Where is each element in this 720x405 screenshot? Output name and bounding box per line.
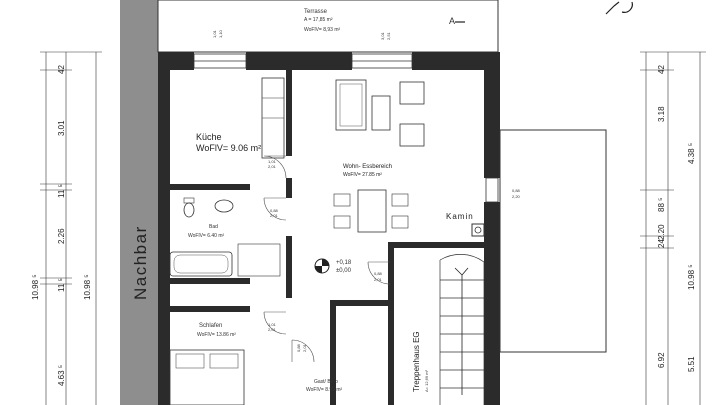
svg-text:2,01: 2,01 bbox=[374, 277, 383, 282]
outer-walls bbox=[158, 52, 500, 405]
bed bbox=[169, 349, 245, 405]
svg-text:1,01: 1,01 bbox=[268, 322, 277, 327]
sofa bbox=[335, 79, 367, 131]
top-windows bbox=[193, 53, 413, 69]
shower-tray bbox=[237, 243, 281, 277]
stair-arrow bbox=[454, 267, 469, 395]
svg-text:24: 24 bbox=[657, 239, 666, 248]
stair-name: Treppenhaus EG bbox=[412, 331, 421, 392]
svg-text:0,88: 0,88 bbox=[296, 343, 301, 352]
svg-text:10.98 ⁵: 10.98 ⁵ bbox=[83, 274, 92, 300]
svg-text:2.20: 2.20 bbox=[657, 224, 666, 240]
window-tag-right: 0,88 bbox=[512, 188, 521, 193]
svg-text:2.26: 2.26 bbox=[57, 228, 66, 244]
fireplace bbox=[471, 223, 485, 237]
svg-text:10.98 ⁵: 10.98 ⁵ bbox=[687, 264, 696, 290]
right-window bbox=[485, 177, 499, 203]
section-mark-symbol bbox=[605, 1, 633, 15]
svg-text:2,01: 2,01 bbox=[270, 213, 279, 218]
svg-text:11 ⁵: 11 ⁵ bbox=[57, 184, 66, 198]
neighbour-wall-band bbox=[120, 0, 158, 405]
svg-text:2,01: 2,01 bbox=[302, 343, 307, 352]
svg-text:1,01: 1,01 bbox=[268, 159, 277, 164]
level-value-2: ±0,00 bbox=[336, 268, 352, 274]
bath-name: Bad bbox=[209, 224, 218, 230]
svg-text:11 ⁵: 11 ⁵ bbox=[57, 278, 66, 292]
balcony-outline bbox=[499, 129, 607, 353]
right-dim-labels: 42 3.18 4.38 ⁵ 88 ⁵ 2.20 24 6.92 5.51 10… bbox=[657, 65, 696, 372]
svg-text:5.51: 5.51 bbox=[687, 356, 696, 372]
svg-text:42: 42 bbox=[57, 65, 66, 74]
guest-area: WoFlV= 8.99 m² bbox=[306, 387, 343, 393]
guest-name: Gast/ Büro bbox=[314, 379, 338, 385]
bedroom: Schlafen WoFlV= 13.86 m² 1,01 2,01 bbox=[169, 311, 287, 405]
svg-text:4.63 ⁵: 4.63 ⁵ bbox=[57, 365, 66, 386]
coffee-table bbox=[371, 95, 391, 131]
section-mark-a: A bbox=[449, 16, 455, 26]
kitchen: Küche WoFlV= 9.06 m² 1,01 2,01 bbox=[196, 77, 287, 179]
terrace-wofl: WoFlV= 8,93 m² bbox=[304, 27, 341, 33]
bath-door-swing bbox=[263, 197, 287, 221]
dining-table bbox=[357, 189, 387, 233]
svg-text:2,51: 2,51 bbox=[386, 31, 391, 40]
living-area: WoFlV= 27.85 m² bbox=[343, 172, 382, 178]
stairwell: Treppenhaus EG A= 12,69 m² bbox=[412, 254, 485, 405]
svg-text:88 ⁵: 88 ⁵ bbox=[657, 198, 666, 212]
svg-text:2,01: 2,01 bbox=[268, 164, 277, 169]
svg-text:42: 42 bbox=[657, 65, 666, 74]
stair-door-swing bbox=[367, 261, 391, 285]
bedroom-area: WoFlV= 13.86 m² bbox=[197, 332, 236, 338]
armchair-2 bbox=[399, 123, 425, 147]
svg-text:1,01: 1,01 bbox=[212, 29, 217, 38]
window-tags-top: 1,01 1,10 3,01 2,51 bbox=[212, 29, 391, 40]
level-value: +0,18 bbox=[336, 260, 352, 266]
nachbar-label: Nachbar bbox=[131, 225, 150, 300]
svg-text:2,01: 2,01 bbox=[268, 327, 277, 332]
guest-door-swing bbox=[291, 339, 315, 363]
kitchen-door-swing bbox=[263, 155, 287, 179]
kitchen-area: WoFlV= 9.06 m² bbox=[196, 143, 261, 153]
kamin-label: Kamin bbox=[446, 212, 474, 221]
svg-text:1,10: 1,10 bbox=[218, 29, 223, 38]
interior-walls bbox=[170, 70, 484, 405]
bath-area: WoFlV= 6.40 m² bbox=[188, 233, 225, 239]
window-tag-right-2: 2,20 bbox=[512, 194, 521, 199]
svg-text:6.92: 6.92 bbox=[657, 352, 666, 368]
living-name: Wohn- Essbereich bbox=[343, 164, 392, 170]
bedroom-name: Schlafen bbox=[199, 323, 222, 329]
bathtub-icon bbox=[169, 251, 233, 277]
svg-text:0,88: 0,88 bbox=[270, 208, 279, 213]
left-dimensions bbox=[40, 51, 102, 405]
stair-area: A= 12,69 m² bbox=[424, 369, 429, 392]
terrace-area: A = 17,85 m² bbox=[304, 17, 333, 23]
svg-text:10.98 ⁵: 10.98 ⁵ bbox=[31, 274, 40, 300]
svg-text:3.01: 3.01 bbox=[57, 120, 66, 136]
toilet-icon bbox=[183, 202, 195, 218]
svg-text:4.38 ⁵: 4.38 ⁵ bbox=[687, 143, 696, 164]
kitchen-name: Küche bbox=[196, 132, 222, 142]
terrace-outline bbox=[157, 0, 499, 53]
sink-icon bbox=[214, 199, 234, 213]
living-dining: Wohn- Essbereich WoFlV= 27.85 m² Kamin +… bbox=[314, 79, 485, 285]
right-dimensions bbox=[640, 51, 706, 405]
left-dim-labels: 10.98 ⁵ 10.98 ⁵ 42 3.01 11 ⁵ 2.26 11 ⁵ 4… bbox=[31, 65, 92, 386]
bathroom: Bad WoFlV= 6.40 m² 0,88 2,01 bbox=[169, 197, 287, 277]
svg-text:3,01: 3,01 bbox=[380, 31, 385, 40]
bedroom-door-swing bbox=[263, 311, 287, 335]
armchair-1 bbox=[399, 81, 425, 105]
svg-text:3.18: 3.18 bbox=[657, 106, 666, 122]
svg-text:0,88: 0,88 bbox=[374, 271, 383, 276]
terrace-name: Terrasse bbox=[304, 9, 328, 15]
guest-office: Gast/ Büro WoFlV= 8.99 m² 0,88 2,01 bbox=[291, 339, 343, 393]
